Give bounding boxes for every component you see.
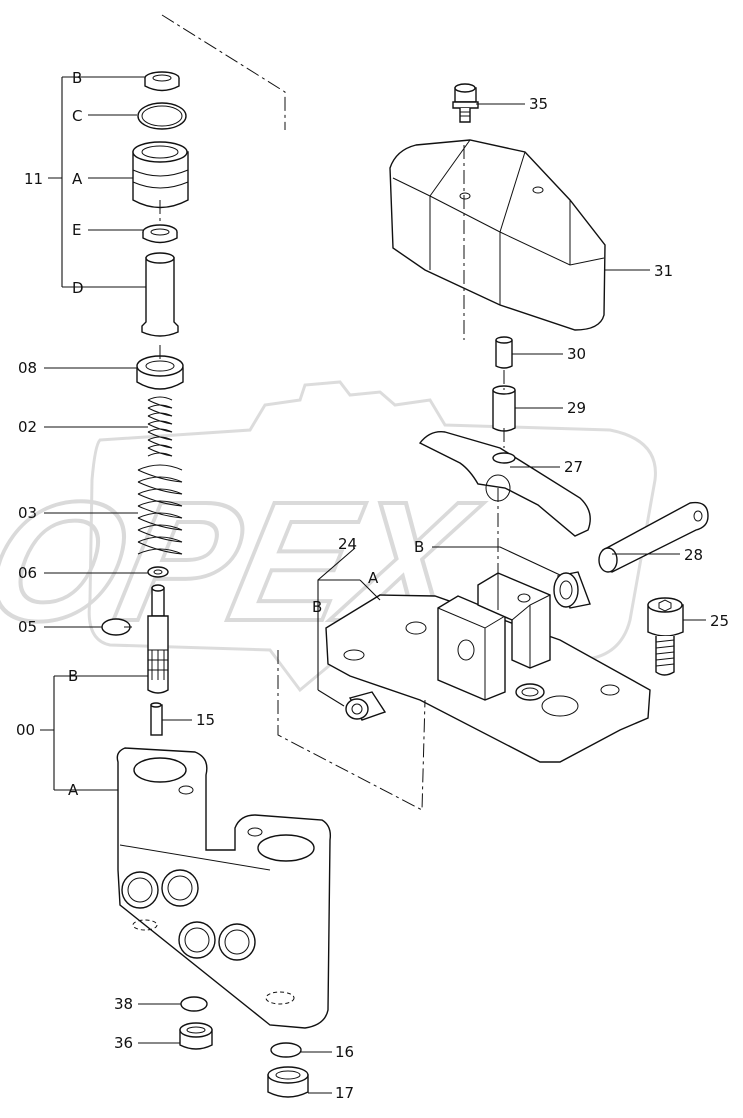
part-29-pin (492, 385, 516, 432)
part-25-screw (647, 597, 684, 676)
label-25: 25 (710, 612, 729, 630)
label-11-a: A (72, 170, 83, 188)
label-00-b: B (68, 667, 78, 685)
label-11-d: D (72, 279, 84, 297)
label-36: 36 (114, 1034, 133, 1052)
label-11-e: E (72, 221, 81, 239)
part-08-cap (136, 355, 184, 390)
part-11-a-housing (132, 141, 189, 209)
label-38: 38 (114, 995, 133, 1013)
part-05-clip (101, 618, 132, 636)
part-11-e-ring (142, 224, 178, 244)
part-36-plug (179, 1022, 213, 1050)
label-31: 31 (654, 262, 673, 280)
label-35: 35 (529, 95, 548, 113)
part-06-washer (147, 566, 169, 578)
label-08: 08 (18, 359, 37, 377)
label-27: 27 (564, 458, 583, 476)
part-16-o-ring (270, 1042, 302, 1058)
label-00-a: A (68, 781, 79, 799)
part-11-b-seal (144, 71, 180, 92)
label-11: 11 (24, 170, 43, 188)
label-24-a: A (368, 569, 379, 587)
label-24-b: B (414, 538, 424, 556)
callout-labels: 11 B C A E D 08 02 03 06 05 00 B A 15 38… (16, 69, 729, 1102)
label-05: 05 (18, 618, 37, 636)
part-02-inner-spring (147, 396, 173, 457)
part-00-a-valve-body (116, 747, 332, 1029)
label-29: 29 (567, 399, 586, 417)
part-38-o-ring (180, 996, 208, 1012)
part-15-pin (150, 702, 163, 736)
label-30: 30 (567, 345, 586, 363)
part-35-bolt (452, 83, 479, 123)
part-03-outer-spring (137, 464, 183, 555)
label-11-c: C (72, 107, 82, 125)
part-00-b-spool (147, 584, 169, 694)
part-31-cover (389, 139, 606, 331)
label-15: 15 (196, 711, 215, 729)
label-16: 16 (335, 1043, 354, 1061)
part-11-d-plunger (141, 252, 179, 337)
label-28: 28 (684, 546, 703, 564)
label-06: 06 (18, 564, 37, 582)
leader-lines (40, 14, 706, 1094)
label-11-b: B (72, 69, 82, 87)
part-24-b-bushing (553, 571, 591, 609)
part-28-pin (598, 501, 709, 573)
part-27-lever (418, 431, 591, 537)
label-00: 00 (16, 721, 35, 739)
part-17-plug (267, 1066, 309, 1098)
part-11-c-o-ring (137, 102, 187, 130)
part-24-a-bracket (325, 572, 651, 763)
part-24-b-bushing-left (345, 691, 387, 721)
part-30-pin (495, 336, 513, 369)
label-24-b-left: B (312, 598, 322, 616)
label-02: 02 (18, 418, 37, 436)
label-17: 17 (335, 1084, 354, 1102)
label-24: 24 (338, 535, 357, 553)
label-03: 03 (18, 504, 37, 522)
